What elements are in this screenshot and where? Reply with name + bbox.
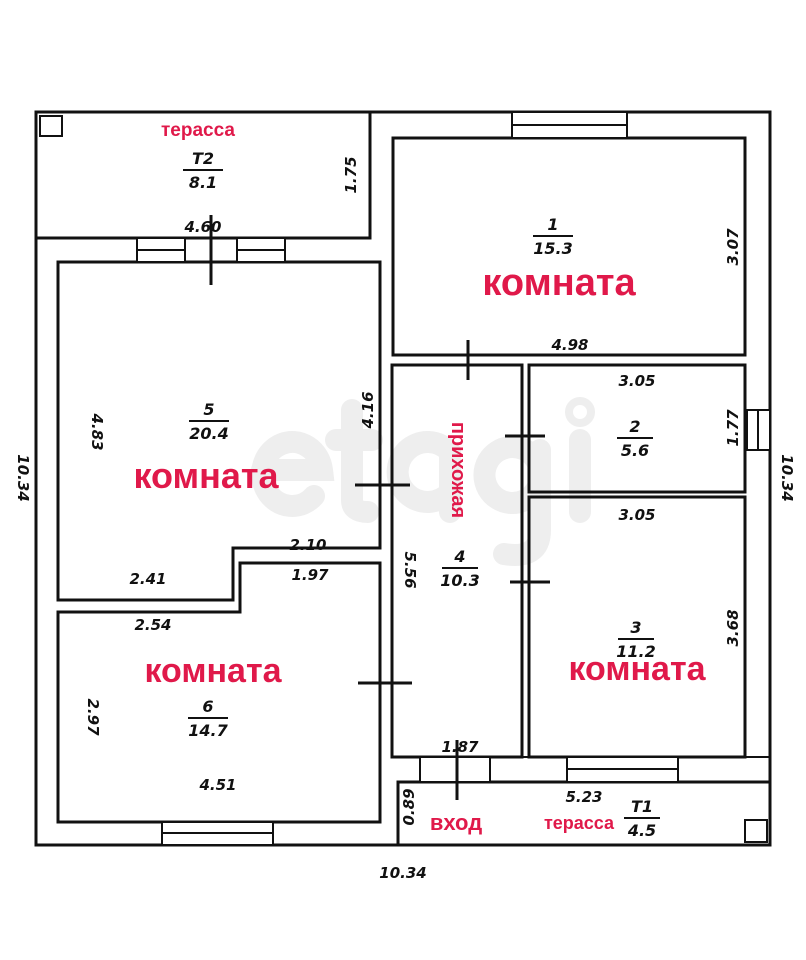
room-6-walls: [56, 561, 382, 824]
svg-text:5.6: 5.6: [621, 441, 649, 460]
svg-text:5.56: 5.56: [401, 551, 419, 588]
room-2-walls: [527, 363, 747, 494]
svg-text:10.34: 10.34: [379, 864, 426, 882]
svg-text:11.2: 11.2: [616, 642, 655, 661]
room-numbers: T2 8.1 1 15.3 5 20.4 6 14.7 4 10.3 2 5.6 3 11.2…: [183, 149, 660, 840]
room-5-walls: [56, 260, 382, 602]
svg-text:T1: T1: [631, 797, 653, 816]
svg-text:2.41: 2.41: [129, 570, 166, 588]
watermark-logo: [251, 397, 595, 566]
svg-text:3.05: 3.05: [618, 372, 655, 390]
room-labels: терасса комната комната комната прихожая…: [133, 120, 706, 835]
svg-text:1.77: 1.77: [724, 409, 742, 447]
label-hall: прихожая: [447, 422, 469, 518]
svg-text:10.34: 10.34: [778, 454, 796, 501]
svg-text:20.4: 20.4: [189, 424, 228, 443]
svg-text:6: 6: [202, 697, 213, 716]
svg-text:3.68: 3.68: [724, 609, 742, 646]
svg-text:8.1: 8.1: [189, 173, 217, 192]
svg-text:4.16: 4.16: [359, 391, 377, 429]
svg-text:2.54: 2.54: [134, 616, 171, 634]
doors: [209, 215, 550, 800]
svg-text:5: 5: [203, 400, 214, 419]
svg-text:2.10: 2.10: [289, 536, 326, 554]
svg-text:10.34: 10.34: [14, 454, 32, 501]
svg-text:2: 2: [629, 417, 640, 436]
svg-text:3.07: 3.07: [724, 228, 742, 266]
svg-text:4.83: 4.83: [88, 412, 106, 450]
outer-walls: [34, 110, 772, 847]
label-terrace-top: терасса: [161, 120, 235, 141]
svg-text:15.3: 15.3: [533, 239, 572, 258]
svg-text:1.75: 1.75: [342, 156, 360, 193]
svg-text:1: 1: [547, 215, 558, 234]
svg-text:1.87: 1.87: [441, 738, 479, 756]
svg-text:2.97: 2.97: [84, 698, 102, 736]
svg-text:5.23: 5.23: [565, 788, 602, 806]
svg-text:4: 4: [453, 547, 465, 566]
svg-text:1.97: 1.97: [291, 566, 329, 584]
label-terrace-bottom: терасса: [544, 813, 615, 833]
svg-text:4.98: 4.98: [550, 336, 588, 354]
svg-text:10.3: 10.3: [440, 571, 479, 590]
label-room-5: комната: [133, 455, 279, 496]
svg-text:4.60: 4.60: [183, 218, 221, 236]
svg-text:0.89: 0.89: [400, 788, 418, 825]
windows: [136, 111, 771, 846]
label-room-3: комната: [568, 650, 706, 688]
label-room-1: комната: [482, 262, 636, 304]
svg-text:4.51: 4.51: [198, 776, 236, 794]
svg-text:3: 3: [630, 618, 641, 637]
label-room-6: комната: [144, 652, 282, 690]
svg-text:T2: T2: [192, 149, 214, 168]
dimensions: 4.60 1.75 4.98 3.07 4.83 4.16 2.41 2.10 …: [14, 156, 796, 882]
svg-text:4.5: 4.5: [627, 821, 656, 840]
svg-text:3.05: 3.05: [618, 506, 655, 524]
svg-text:14.7: 14.7: [188, 721, 228, 740]
label-entrance: вход: [430, 810, 482, 835]
